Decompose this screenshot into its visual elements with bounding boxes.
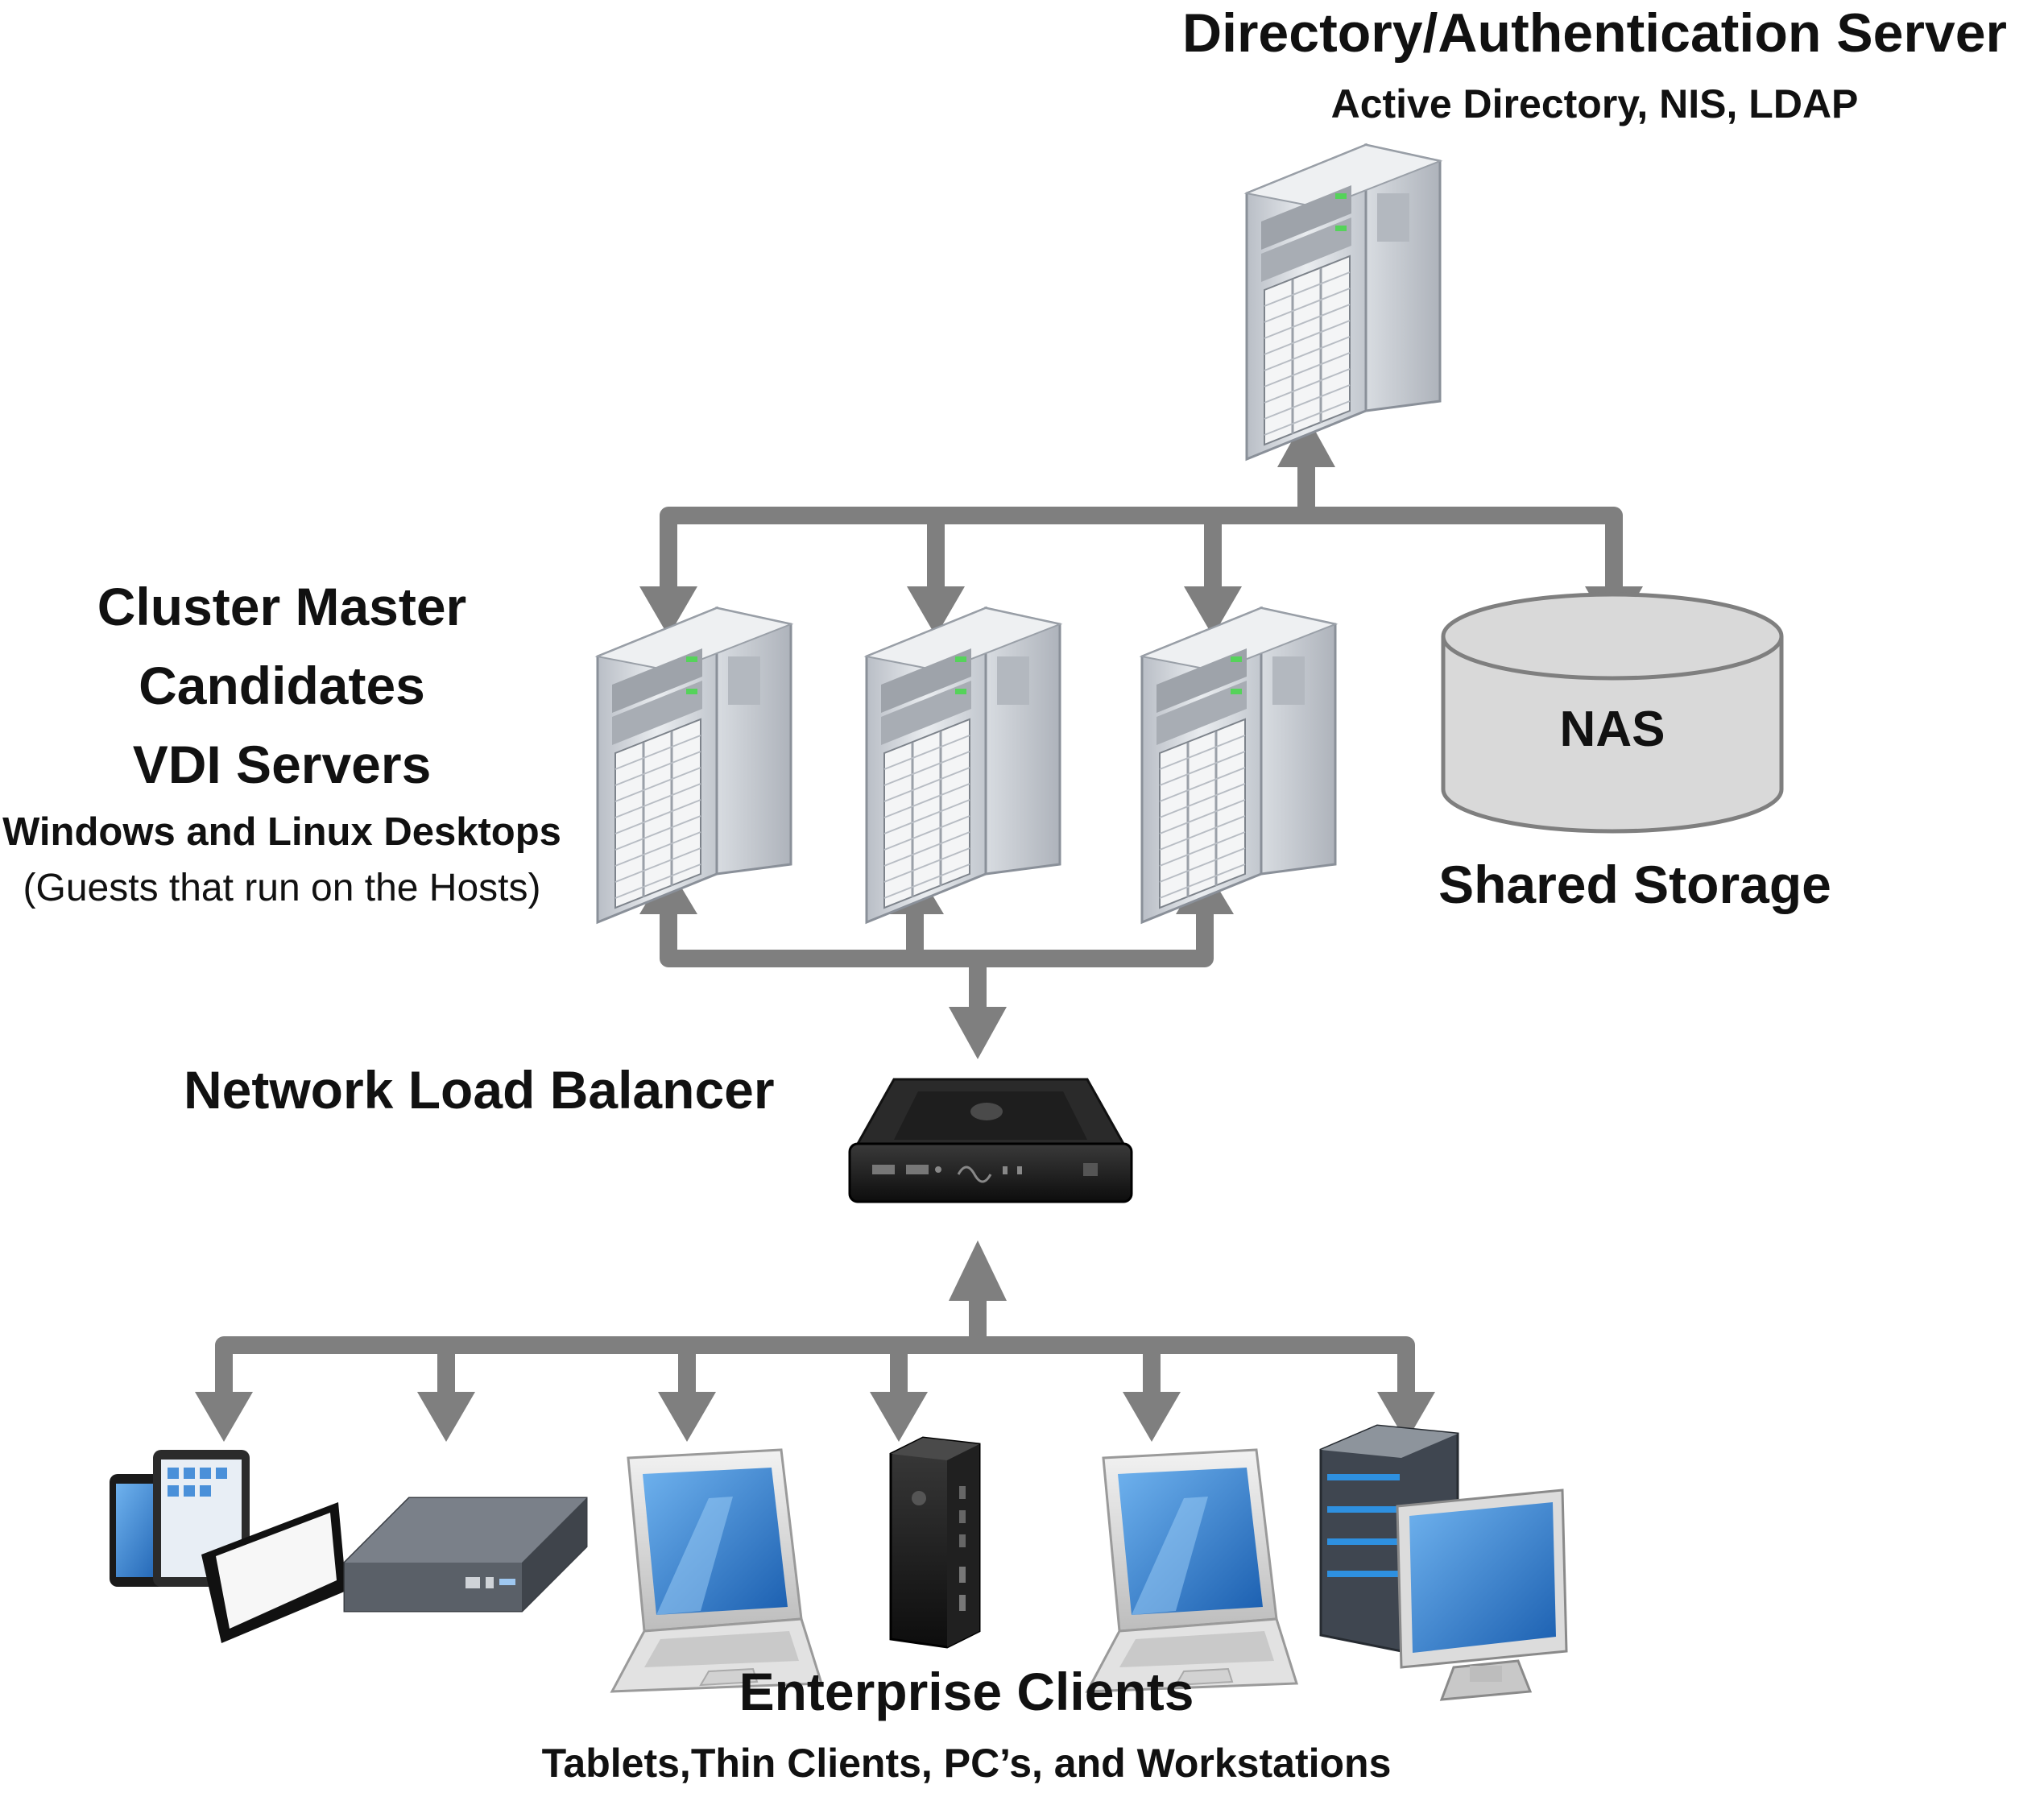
client-workstation-icon: [1319, 1424, 1568, 1701]
vdi-server-2-icon: [865, 607, 1061, 924]
vdi-server-1-icon: [596, 607, 792, 924]
nas-storage-icon: [1441, 592, 1784, 834]
cluster-label-line4: Windows and Linux Desktops: [2, 810, 561, 854]
cluster-label-line3: VDI Servers: [132, 735, 432, 794]
client-thin-client-box-icon: [343, 1497, 588, 1613]
enterprise-clients-subtitle: Tablets,Thin Clients, PC’s, and Workstat…: [541, 1741, 1392, 1786]
client-thin-client-tower-icon: [889, 1436, 981, 1649]
directory-server-icon: [1245, 143, 1442, 461]
cluster-label-line2: Candidates: [139, 656, 425, 715]
client-tablets-icon: [110, 1450, 346, 1643]
directory-server-title: Directory/Authentication Server: [1181, 2, 2008, 64]
client-laptop-1-icon: [610, 1448, 823, 1693]
cluster-label-line5: (Guests that run on the Hosts): [23, 867, 541, 909]
shared-storage-label: Shared Storage: [1438, 855, 1831, 914]
cluster-label-line1: Cluster Master: [97, 577, 467, 636]
nas-label: NAS: [1559, 702, 1665, 757]
load-balancer-label: Network Load Balancer: [184, 1060, 775, 1120]
client-laptop-2-icon: [1086, 1448, 1298, 1693]
load-balancer-icon: [848, 1078, 1133, 1203]
enterprise-clients-title: Enterprise Clients: [739, 1662, 1194, 1721]
connector-lines: [215, 463, 1623, 1393]
directory-server-subtitle: Active Directory, NIS, LDAP: [1330, 81, 1859, 126]
vdi-server-3-icon: [1140, 607, 1337, 924]
